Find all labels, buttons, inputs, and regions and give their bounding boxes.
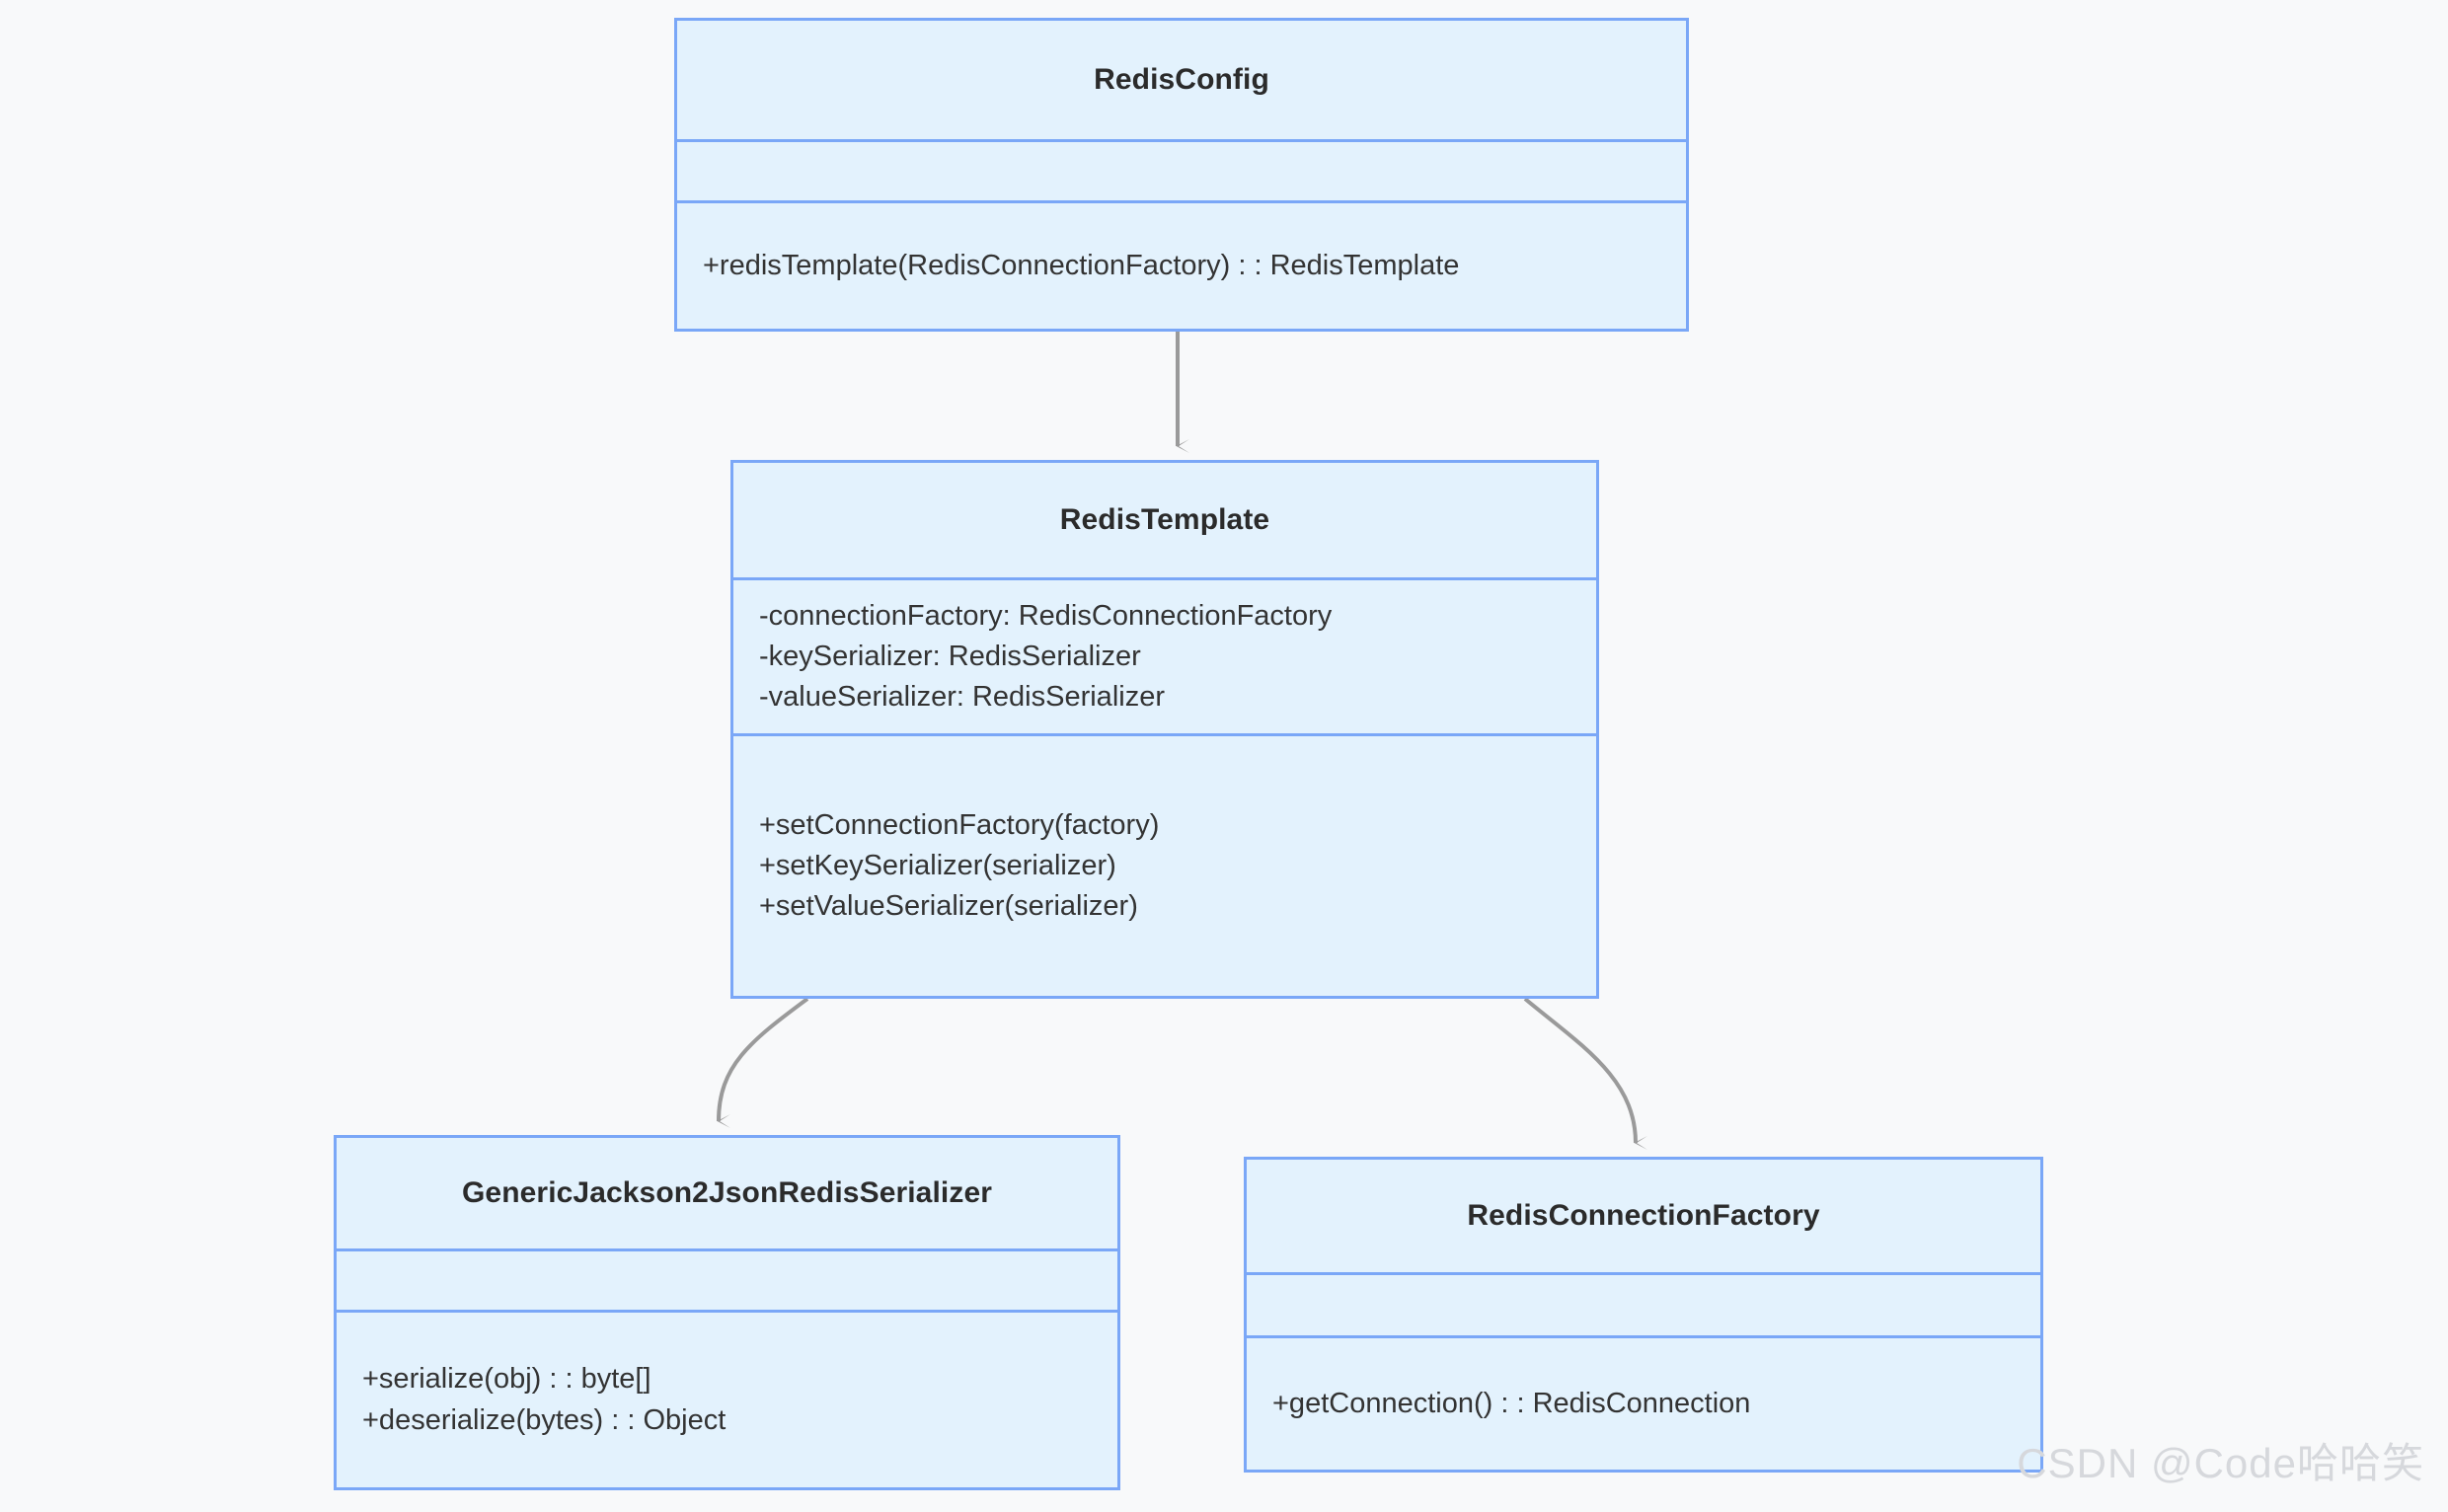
class-box-redisconfig[interactable]: RedisConfig +redisTemplate(RedisConnecti… xyxy=(674,18,1689,332)
edge-redistemplate-to-genericjackson xyxy=(717,997,809,1129)
class-title-genericjackson2jsonredisserializer: GenericJackson2JsonRedisSerializer xyxy=(461,1176,992,1209)
attributes-compartment-redisconnectionfactory xyxy=(1247,1272,2040,1335)
method-line: +setValueSerializer(serializer) xyxy=(759,890,1138,923)
class-box-genericjackson2jsonredisserializer[interactable]: GenericJackson2JsonRedisSerializer +seri… xyxy=(334,1135,1120,1490)
methods-compartment-genericjackson2jsonredisserializer: +serialize(obj) : : byte[] +deserialize(… xyxy=(337,1310,1117,1487)
attribute-line: -connectionFactory: RedisConnectionFacto… xyxy=(759,599,1333,632)
methods-compartment-redisconnectionfactory: +getConnection() : : RedisConnection xyxy=(1247,1335,2040,1470)
methods-compartment-redistemplate: +setConnectionFactory(factory) +setKeySe… xyxy=(733,733,1596,996)
attributes-compartment-redistemplate: -connectionFactory: RedisConnectionFacto… xyxy=(733,577,1596,733)
attributes-compartment-genericjackson2jsonredisserializer xyxy=(337,1248,1117,1310)
method-line: +redisTemplate(RedisConnectionFactory) :… xyxy=(703,249,1460,281)
attribute-line: -valueSerializer: RedisSerializer xyxy=(759,681,1165,714)
attributes-compartment-redisconfig xyxy=(677,139,1686,200)
attribute-line: -keySerializer: RedisSerializer xyxy=(759,640,1141,672)
csdn-watermark: CSDN @Code哈哈笑 xyxy=(2017,1440,2424,1486)
method-line: +getConnection() : : RedisConnection xyxy=(1272,1387,1751,1419)
method-line: +deserialize(bytes) : : Object xyxy=(362,1403,727,1436)
method-line: +serialize(obj) : : byte[] xyxy=(362,1363,651,1396)
edge-redistemplate-to-redisconnectionfactory xyxy=(1523,997,1648,1150)
class-box-redistemplate[interactable]: RedisTemplate -connectionFactory: RedisC… xyxy=(730,460,1599,999)
class-title-redistemplate: RedisTemplate xyxy=(1059,503,1270,536)
class-title-redisconnectionfactory: RedisConnectionFactory xyxy=(1467,1199,1820,1232)
method-line: +setKeySerializer(serializer) xyxy=(759,849,1116,881)
methods-compartment-redisconfig: +redisTemplate(RedisConnectionFactory) :… xyxy=(677,200,1686,329)
method-line: +setConnectionFactory(factory) xyxy=(759,808,1160,841)
class-title-redisconfig: RedisConfig xyxy=(1094,63,1269,96)
class-box-redisconnectionfactory[interactable]: RedisConnectionFactory +getConnection() … xyxy=(1244,1157,2043,1473)
